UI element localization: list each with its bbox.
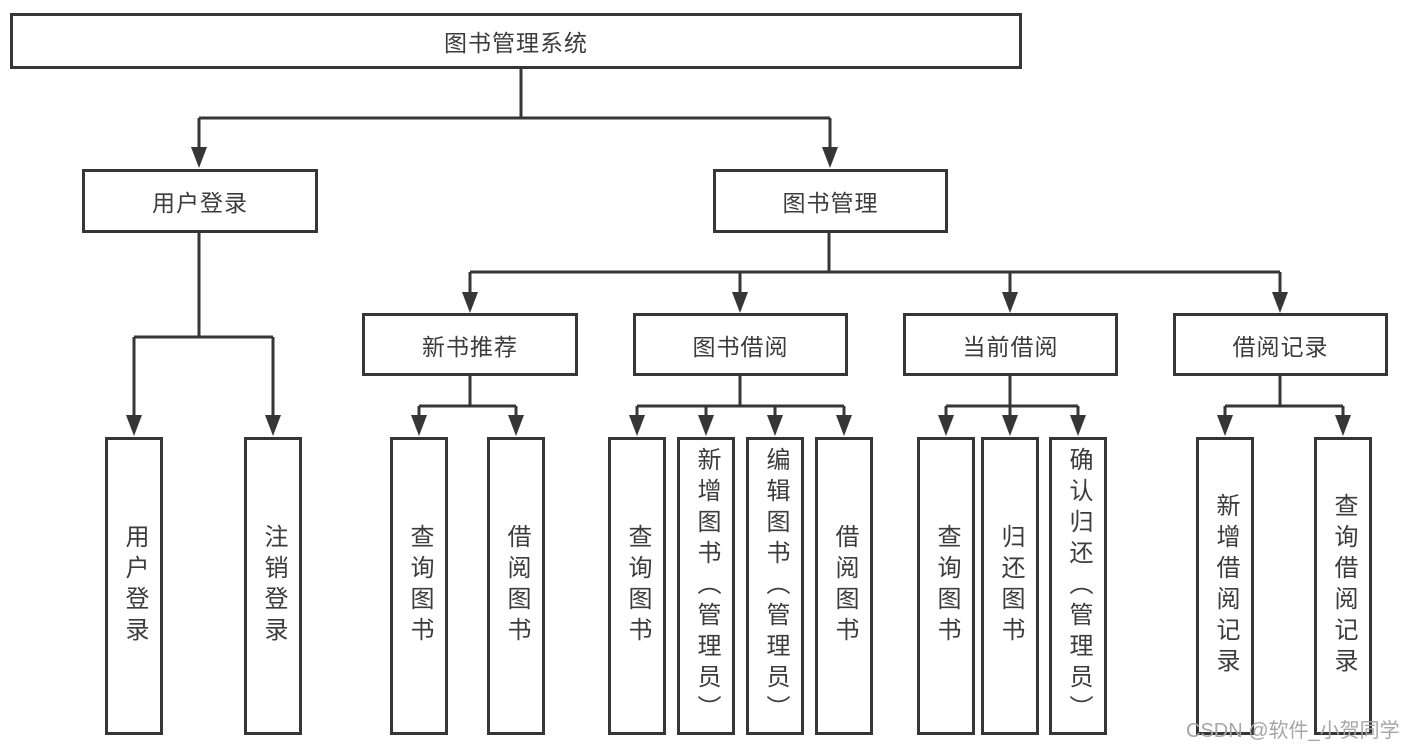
node-book-borrowing: 图书借阅 — [633, 313, 848, 376]
leaf-borrow-books-recommend: 借阅图书 — [487, 437, 545, 735]
arrowhead-icon — [462, 292, 478, 313]
leaf-query-books-borrowing: 查询图书 — [608, 437, 666, 735]
arrowhead-icon — [938, 415, 954, 436]
node-label: 注销登录 — [260, 524, 287, 648]
arrowhead-icon — [767, 415, 783, 436]
leaf-user-login: 用户登录 — [105, 437, 163, 735]
node-label: 编辑图书（管理员） — [762, 446, 789, 726]
node-current-borrowing: 当前借阅 — [903, 313, 1118, 376]
node-label: 借阅图书 — [503, 524, 530, 648]
arrowhead-icon — [1335, 415, 1351, 436]
arrowhead-icon — [1002, 415, 1018, 436]
arrowhead-icon — [1002, 292, 1018, 313]
node-label: 查询借阅记录 — [1330, 493, 1357, 679]
arrowhead-icon — [191, 147, 207, 168]
leaf-add-books-admin: 新增图书（管理员） — [677, 437, 735, 735]
node-book-management: 图书管理 — [713, 169, 948, 233]
arrowhead-icon — [126, 415, 142, 436]
node-label: 当前借阅 — [962, 333, 1059, 360]
arrowhead-icon — [1070, 415, 1086, 436]
leaf-logout: 注销登录 — [244, 437, 302, 735]
leaf-borrow-books-borrowing: 借阅图书 — [815, 437, 873, 735]
node-user-login: 用户登录 — [82, 169, 318, 233]
leaf-query-books-recommend: 查询图书 — [390, 437, 448, 735]
arrowhead-icon — [1272, 292, 1288, 313]
leaf-confirm-return-admin: 确认归还（管理员） — [1049, 437, 1107, 735]
node-new-book-recommendation: 新书推荐 — [362, 313, 578, 376]
node-label: 图书管理 — [782, 190, 879, 216]
node-label: 图书管理系统 — [444, 30, 588, 56]
leaf-add-borrow-record: 新增借阅记录 — [1196, 437, 1254, 735]
node-label: 用户登录 — [121, 524, 148, 648]
node-label: 查询图书 — [933, 524, 960, 648]
node-label: 查询图书 — [624, 524, 651, 648]
arrowhead-icon — [698, 415, 714, 436]
node-label: 借阅图书 — [831, 524, 858, 648]
node-label: 新书推荐 — [422, 333, 518, 360]
csdn-watermark: CSDN @软件_小贺同学 — [1186, 720, 1400, 742]
leaf-query-borrow-record: 查询借阅记录 — [1314, 437, 1372, 735]
node-label: 确认归还（管理员） — [1065, 446, 1092, 726]
node-label: 归还图书 — [997, 524, 1024, 648]
arrowhead-icon — [1217, 415, 1233, 436]
leaf-edit-books-admin: 编辑图书（管理员） — [746, 437, 804, 735]
node-library-management-system: 图书管理系统 — [10, 13, 1022, 69]
leaf-return-books: 归还图书 — [981, 437, 1039, 735]
node-label: 新增借阅记录 — [1212, 493, 1239, 679]
node-label: 新增图书（管理员） — [693, 446, 720, 726]
node-label: 图书借阅 — [692, 333, 789, 360]
arrowhead-icon — [508, 415, 524, 436]
arrowhead-icon — [265, 415, 281, 436]
leaf-query-books-current: 查询图书 — [917, 437, 975, 735]
node-label: 查询图书 — [406, 524, 433, 648]
arrowhead-icon — [411, 415, 427, 436]
arrowhead-icon — [732, 292, 748, 313]
node-borrowing-records: 借阅记录 — [1173, 313, 1388, 376]
node-label: 用户登录 — [152, 190, 248, 216]
arrowhead-icon — [836, 415, 852, 436]
node-label: 借阅记录 — [1232, 333, 1329, 360]
arrowhead-icon — [822, 147, 838, 168]
arrowhead-icon — [629, 415, 645, 436]
